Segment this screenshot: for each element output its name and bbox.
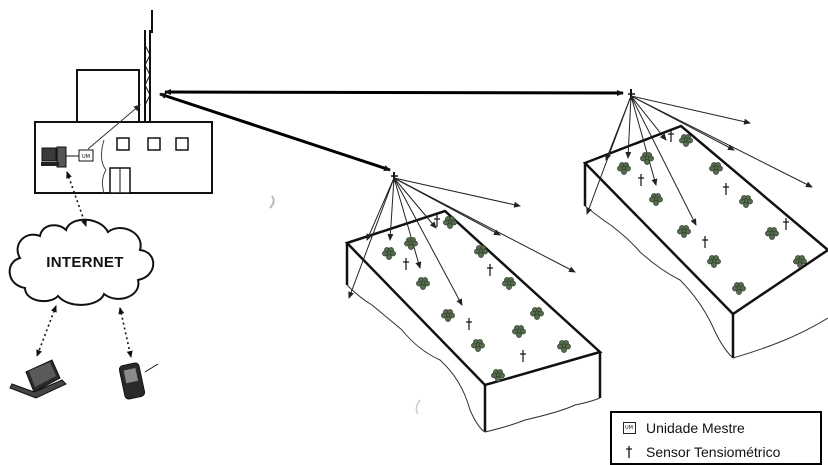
field-2-sensors bbox=[638, 130, 789, 248]
field-2-signal-lines bbox=[586, 95, 813, 226]
radio-link-field-1 bbox=[159, 92, 391, 172]
radio-link-field-2 bbox=[164, 89, 624, 96]
computer-icon bbox=[41, 146, 67, 168]
master-unit-icon: UM bbox=[66, 149, 94, 162]
svg-text:UM: UM bbox=[82, 154, 90, 160]
scan-artifact bbox=[415, 399, 421, 415]
antenna-tower bbox=[144, 10, 153, 122]
mobile-phone-icon bbox=[118, 362, 159, 400]
laptop-icon bbox=[9, 359, 67, 399]
window-1 bbox=[116, 137, 130, 151]
legend-item-sensor: Sensor Tensiométrico bbox=[622, 444, 780, 460]
internet-label: INTERNET bbox=[46, 254, 124, 271]
field-1-signal-lines bbox=[348, 177, 576, 306]
phone-internet-link bbox=[118, 307, 133, 358]
field-1-plants bbox=[382, 216, 571, 382]
unit-to-antenna-link bbox=[87, 104, 141, 150]
legend-label: Sensor Tensiométrico bbox=[646, 444, 781, 460]
laptop-internet-link bbox=[36, 305, 57, 357]
field-1-sensors bbox=[403, 215, 526, 362]
base-station-building bbox=[34, 69, 213, 194]
window-3 bbox=[175, 137, 189, 151]
master-unit-icon: UM bbox=[622, 422, 636, 434]
legend-label: Unidade Mestre bbox=[646, 420, 745, 436]
scan-artifact bbox=[269, 195, 275, 209]
window-2 bbox=[147, 137, 161, 151]
tensiometer-sensor-icon bbox=[622, 446, 636, 458]
legend-item-master-unit: UM Unidade Mestre bbox=[622, 420, 745, 436]
field-2-plants bbox=[617, 134, 807, 295]
legend: UM Unidade Mestre Sensor Tensiométrico bbox=[610, 411, 822, 465]
irrigation-field-2 bbox=[582, 124, 828, 359]
irrigation-field-1 bbox=[344, 209, 603, 433]
